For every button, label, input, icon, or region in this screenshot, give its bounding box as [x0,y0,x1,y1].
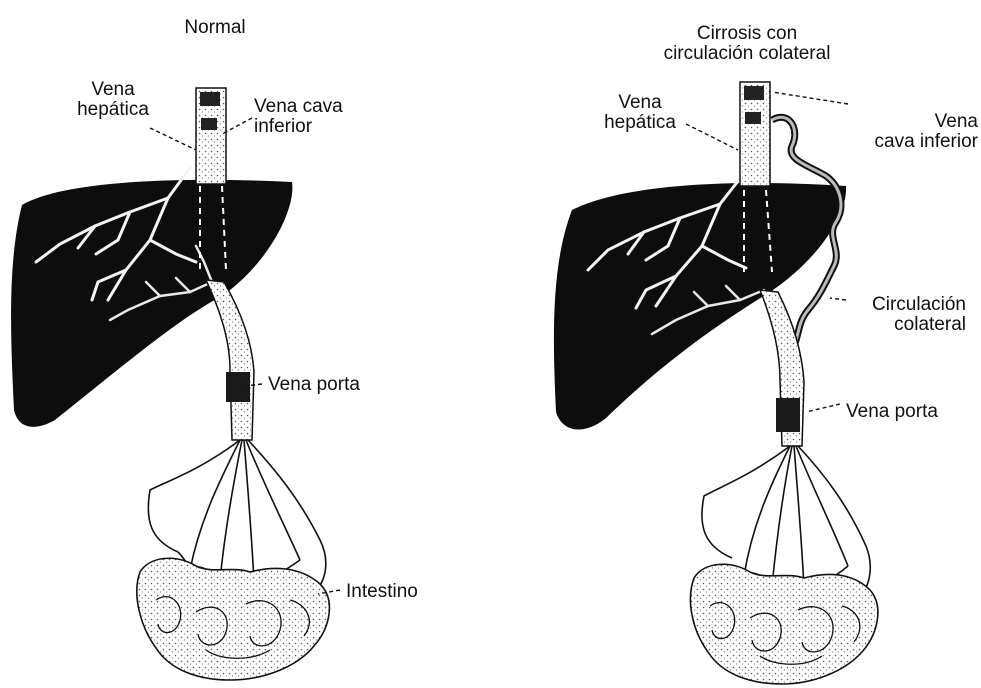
cirrhosis-label-vena-cava: Vena cava inferior [838,112,978,152]
cirrhosis-title: Cirrosis con circulación colateral [612,24,882,64]
normal-label-hepatic-vein: Vena hepática [58,80,168,120]
normal-portal-vein [206,280,254,440]
normal-label-intestine: Intestino [346,582,418,602]
normal-label-vena-cava: Vena cava inferior [254,97,343,137]
cirrhosis-intestine [690,564,877,684]
normal-intestine [137,558,330,680]
cirrhosis-label-hepatic-vein: Vena hepática [590,93,690,133]
normal-label-portal-vein: Vena porta [268,375,360,395]
normal-title: Normal [150,18,280,38]
cirrhosis-label-portal-vein: Vena porta [846,402,938,422]
cirrhosis-illustration [554,82,878,684]
cirrhosis-label-collateral: Circulación colateral [846,295,966,335]
